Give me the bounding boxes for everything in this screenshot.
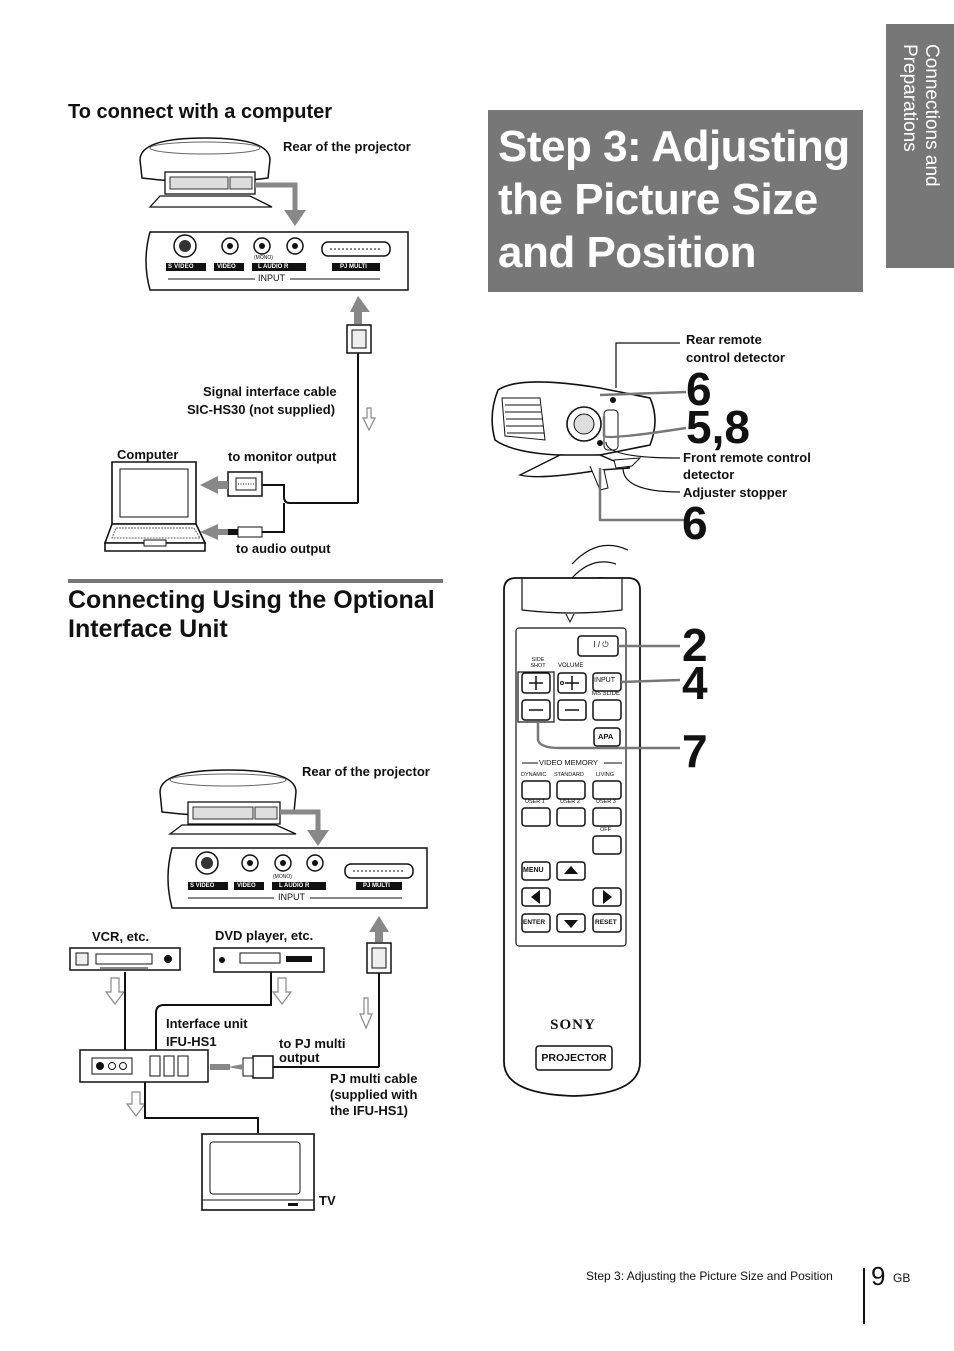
step-title-banner: Step 3: Adjusting the Picture Size and P… <box>488 110 863 292</box>
pj-multi-connector <box>210 1055 274 1079</box>
vcr-illustration <box>69 947 181 971</box>
step-number-7: 7 <box>682 725 708 777</box>
footer-text: Step 3: Adjusting the Picture Size and P… <box>586 1269 833 1283</box>
remote-control-illustration <box>503 577 641 1097</box>
remote-ms-slide-label: MS SLIDE <box>592 691 621 697</box>
pj-multi-cable <box>273 916 392 1068</box>
pj-multi-output-label-2: output <box>279 1050 320 1065</box>
remote-dynamic-label: DYNAMIC <box>521 772 547 778</box>
section-title: Connecting Using the Optional Interface … <box>68 586 435 643</box>
tv-label: TV <box>319 1193 336 1208</box>
panel-mono-2: (MONO) <box>273 874 292 880</box>
remote-menu-button: MENU <box>523 867 544 874</box>
panel-input-2: INPUT <box>278 892 305 902</box>
monitor-connector <box>200 471 263 497</box>
computer-label: Computer <box>117 447 179 462</box>
connect-arrow-2 <box>280 809 329 846</box>
dvd-label: DVD player, etc. <box>215 928 314 943</box>
rear-projector-label-1: Rear of the projector <box>283 139 411 154</box>
laptop-illustration <box>103 461 207 552</box>
connect-arrow-1 <box>255 182 306 226</box>
remote-projector-label: PROJECTOR <box>541 1052 607 1064</box>
pj-multi-cable-label-2: (supplied with <box>330 1087 418 1102</box>
pj-multi-output-label-1: to PJ multi <box>279 1036 346 1051</box>
sony-logo: SONY <box>550 1017 596 1033</box>
remote-standard-label: STANDARD <box>554 772 584 778</box>
step-title: Step 3: Adjusting the Picture Size and P… <box>498 122 850 277</box>
interface-unit-label-1: Interface unit <box>166 1016 248 1031</box>
panel-pjmulti-1: PJ MULTI <box>340 264 367 270</box>
adjuster-stopper-label: Adjuster stopper <box>683 485 788 500</box>
remote-leader-lines <box>536 644 681 750</box>
projector-rear-illustration-1 <box>139 137 273 208</box>
subheading-connect-computer: To connect with a computer <box>68 101 333 123</box>
remote-living-label: LIVING <box>596 772 615 778</box>
audio-connector <box>200 524 263 540</box>
projector-leader-lines <box>598 342 687 522</box>
section-rule <box>68 579 443 583</box>
remote-input-button: INPUT <box>594 677 615 684</box>
step-number-6b: 6 <box>682 497 708 549</box>
remote-power-button: I / ⏻ <box>593 640 609 649</box>
signal-cable-1 <box>262 296 376 533</box>
panel-video-2: VIDEO <box>237 883 256 889</box>
rear-detector-label-2: control detector <box>686 350 785 365</box>
remote-apa-button: APA <box>598 732 614 741</box>
remote-volume-label: VOLUME <box>558 663 584 669</box>
page-suffix: GB <box>893 1271 911 1285</box>
signal-cable-label-2: SIC-HS30 (not supplied) <box>187 402 336 417</box>
remote-off-label: OFF <box>600 827 611 833</box>
remote-user2-label: USER 2 <box>560 799 580 805</box>
panel-audio-1: L AUDIO R <box>258 264 289 270</box>
panel-video-1: VIDEO <box>217 264 236 270</box>
interface-unit-illustration <box>79 1049 209 1083</box>
hollow-arrows <box>104 977 293 1117</box>
footer-rule <box>863 1268 865 1324</box>
panel-pjmulti-2: PJ MULTI <box>363 883 390 889</box>
signal-cable-label-1: Signal interface cable <box>203 384 337 399</box>
rear-projector-label-2: Rear of the projector <box>302 764 430 779</box>
remote-user1-label: USER 1 <box>525 799 545 805</box>
remote-user3-label: USER 3 <box>596 799 616 805</box>
dvd-illustration <box>213 947 325 973</box>
pj-multi-cable-label-1: PJ multi cable <box>330 1071 418 1086</box>
remote-enter-button: ENTER <box>523 919 546 926</box>
panel-audio-2: L AUDIO R <box>279 883 310 889</box>
audio-output-label: to audio output <box>236 541 331 556</box>
side-tab: Connections and Preparations <box>886 24 954 268</box>
front-detector-label-2: detector <box>683 467 735 482</box>
projector-rear-illustration-2 <box>159 769 297 835</box>
panel-input-1: INPUT <box>258 273 285 283</box>
remote-video-memory-label: VIDEO MEMORY <box>539 758 599 767</box>
step-number-5-8: 5,8 <box>686 401 750 453</box>
input-panel-2 <box>167 847 428 909</box>
panel-svideo-1: S VIDEO <box>168 264 194 270</box>
step-number-6a: 6 <box>686 363 712 415</box>
interface-unit-label-2: IFU-HS1 <box>166 1034 217 1049</box>
front-detector-label-1: Front remote control <box>683 450 811 465</box>
remote-side-shot-label: SIDE SHOT <box>530 657 546 669</box>
step-number-2: 2 <box>682 619 708 671</box>
pj-multi-cable-label-3: the IFU-HS1) <box>330 1103 408 1118</box>
input-panel-1 <box>145 231 409 291</box>
remote-reset-button: RESET <box>595 919 617 926</box>
page-number: 9 <box>871 1261 886 1291</box>
av-cables <box>124 972 272 1133</box>
tv-illustration <box>201 1133 315 1211</box>
panel-svideo-2: S VIDEO <box>190 883 215 889</box>
rear-detector-label-1: Rear remote <box>686 332 762 347</box>
monitor-output-label: to monitor output <box>228 449 337 464</box>
step-number-4: 4 <box>682 657 708 709</box>
vcr-label: VCR, etc. <box>92 929 150 944</box>
panel-mono-1: (MONO) <box>254 255 273 261</box>
